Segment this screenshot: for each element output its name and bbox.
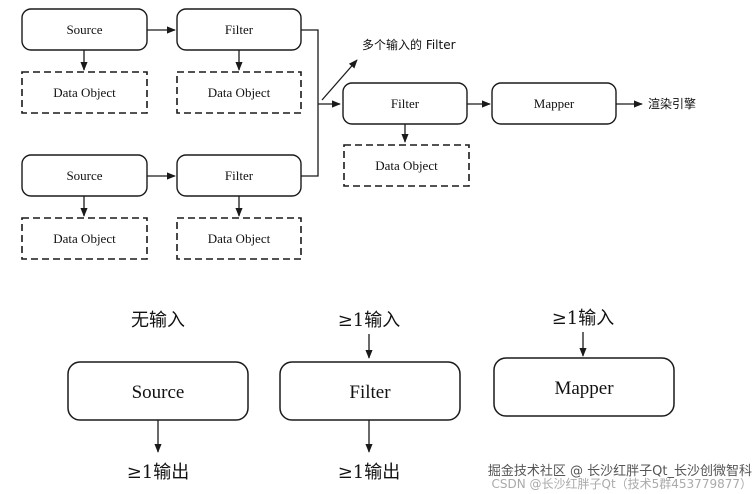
- source-node-2-label: Source: [66, 168, 102, 183]
- legend-mapper-node: Mapper: [493, 357, 675, 417]
- multi-input-note: 多个输入的 Filter: [362, 37, 456, 52]
- source-node-2: Source: [21, 154, 148, 197]
- data-object-node-merge-label: Data Object: [375, 158, 438, 173]
- arrow-multi-input-note: [321, 59, 358, 101]
- data-object-node-1-label: Data Object: [53, 85, 116, 100]
- legend-source-input: 无输入: [131, 310, 185, 331]
- legend-filter-label: Filter: [349, 382, 391, 403]
- filter-node-2: Filter: [176, 154, 302, 197]
- legend-source-output: ≥1输出: [127, 462, 190, 483]
- filter-node-2-label: Filter: [225, 168, 254, 183]
- render-engine-label: 渲染引擎: [648, 96, 696, 111]
- data-object-node-4-label: Data Object: [208, 231, 271, 246]
- mapper-node-label: Mapper: [534, 96, 575, 111]
- legend-filter-output: ≥1输出: [338, 462, 401, 483]
- data-object-node-2-label: Data Object: [208, 85, 271, 100]
- filter-node-merge: Filter: [342, 82, 468, 125]
- watermark-line-2: CSDN @长沙红胖子Qt（技术5群453779877）: [491, 476, 752, 491]
- data-object-node-merge: Data Object: [343, 144, 470, 187]
- legend-source-node: Source: [67, 361, 249, 421]
- filter-node-1: Filter: [176, 8, 302, 51]
- source-node-1-label: Source: [66, 22, 102, 37]
- merge-connector: [301, 29, 319, 177]
- legend-mapper-input: ≥1输入: [552, 308, 615, 329]
- source-node-1: Source: [21, 8, 148, 51]
- legend-filter-input: ≥1输入: [338, 310, 401, 331]
- watermark-line-1: 掘金技术社区 @ 长沙红胖子Qt_长沙创微智科: [488, 463, 752, 479]
- legend-filter-node: Filter: [279, 361, 461, 421]
- filter-node-1-label: Filter: [225, 22, 254, 37]
- data-object-node-3-label: Data Object: [53, 231, 116, 246]
- data-object-node-2: Data Object: [176, 71, 302, 114]
- data-object-node-1: Data Object: [21, 71, 148, 114]
- filter-node-merge-label: Filter: [391, 96, 420, 111]
- legend-source-label: Source: [132, 382, 185, 403]
- data-object-node-4: Data Object: [176, 217, 302, 260]
- legend-mapper-label: Mapper: [554, 378, 614, 399]
- mapper-node: Mapper: [491, 82, 617, 125]
- data-object-node-3: Data Object: [21, 217, 148, 260]
